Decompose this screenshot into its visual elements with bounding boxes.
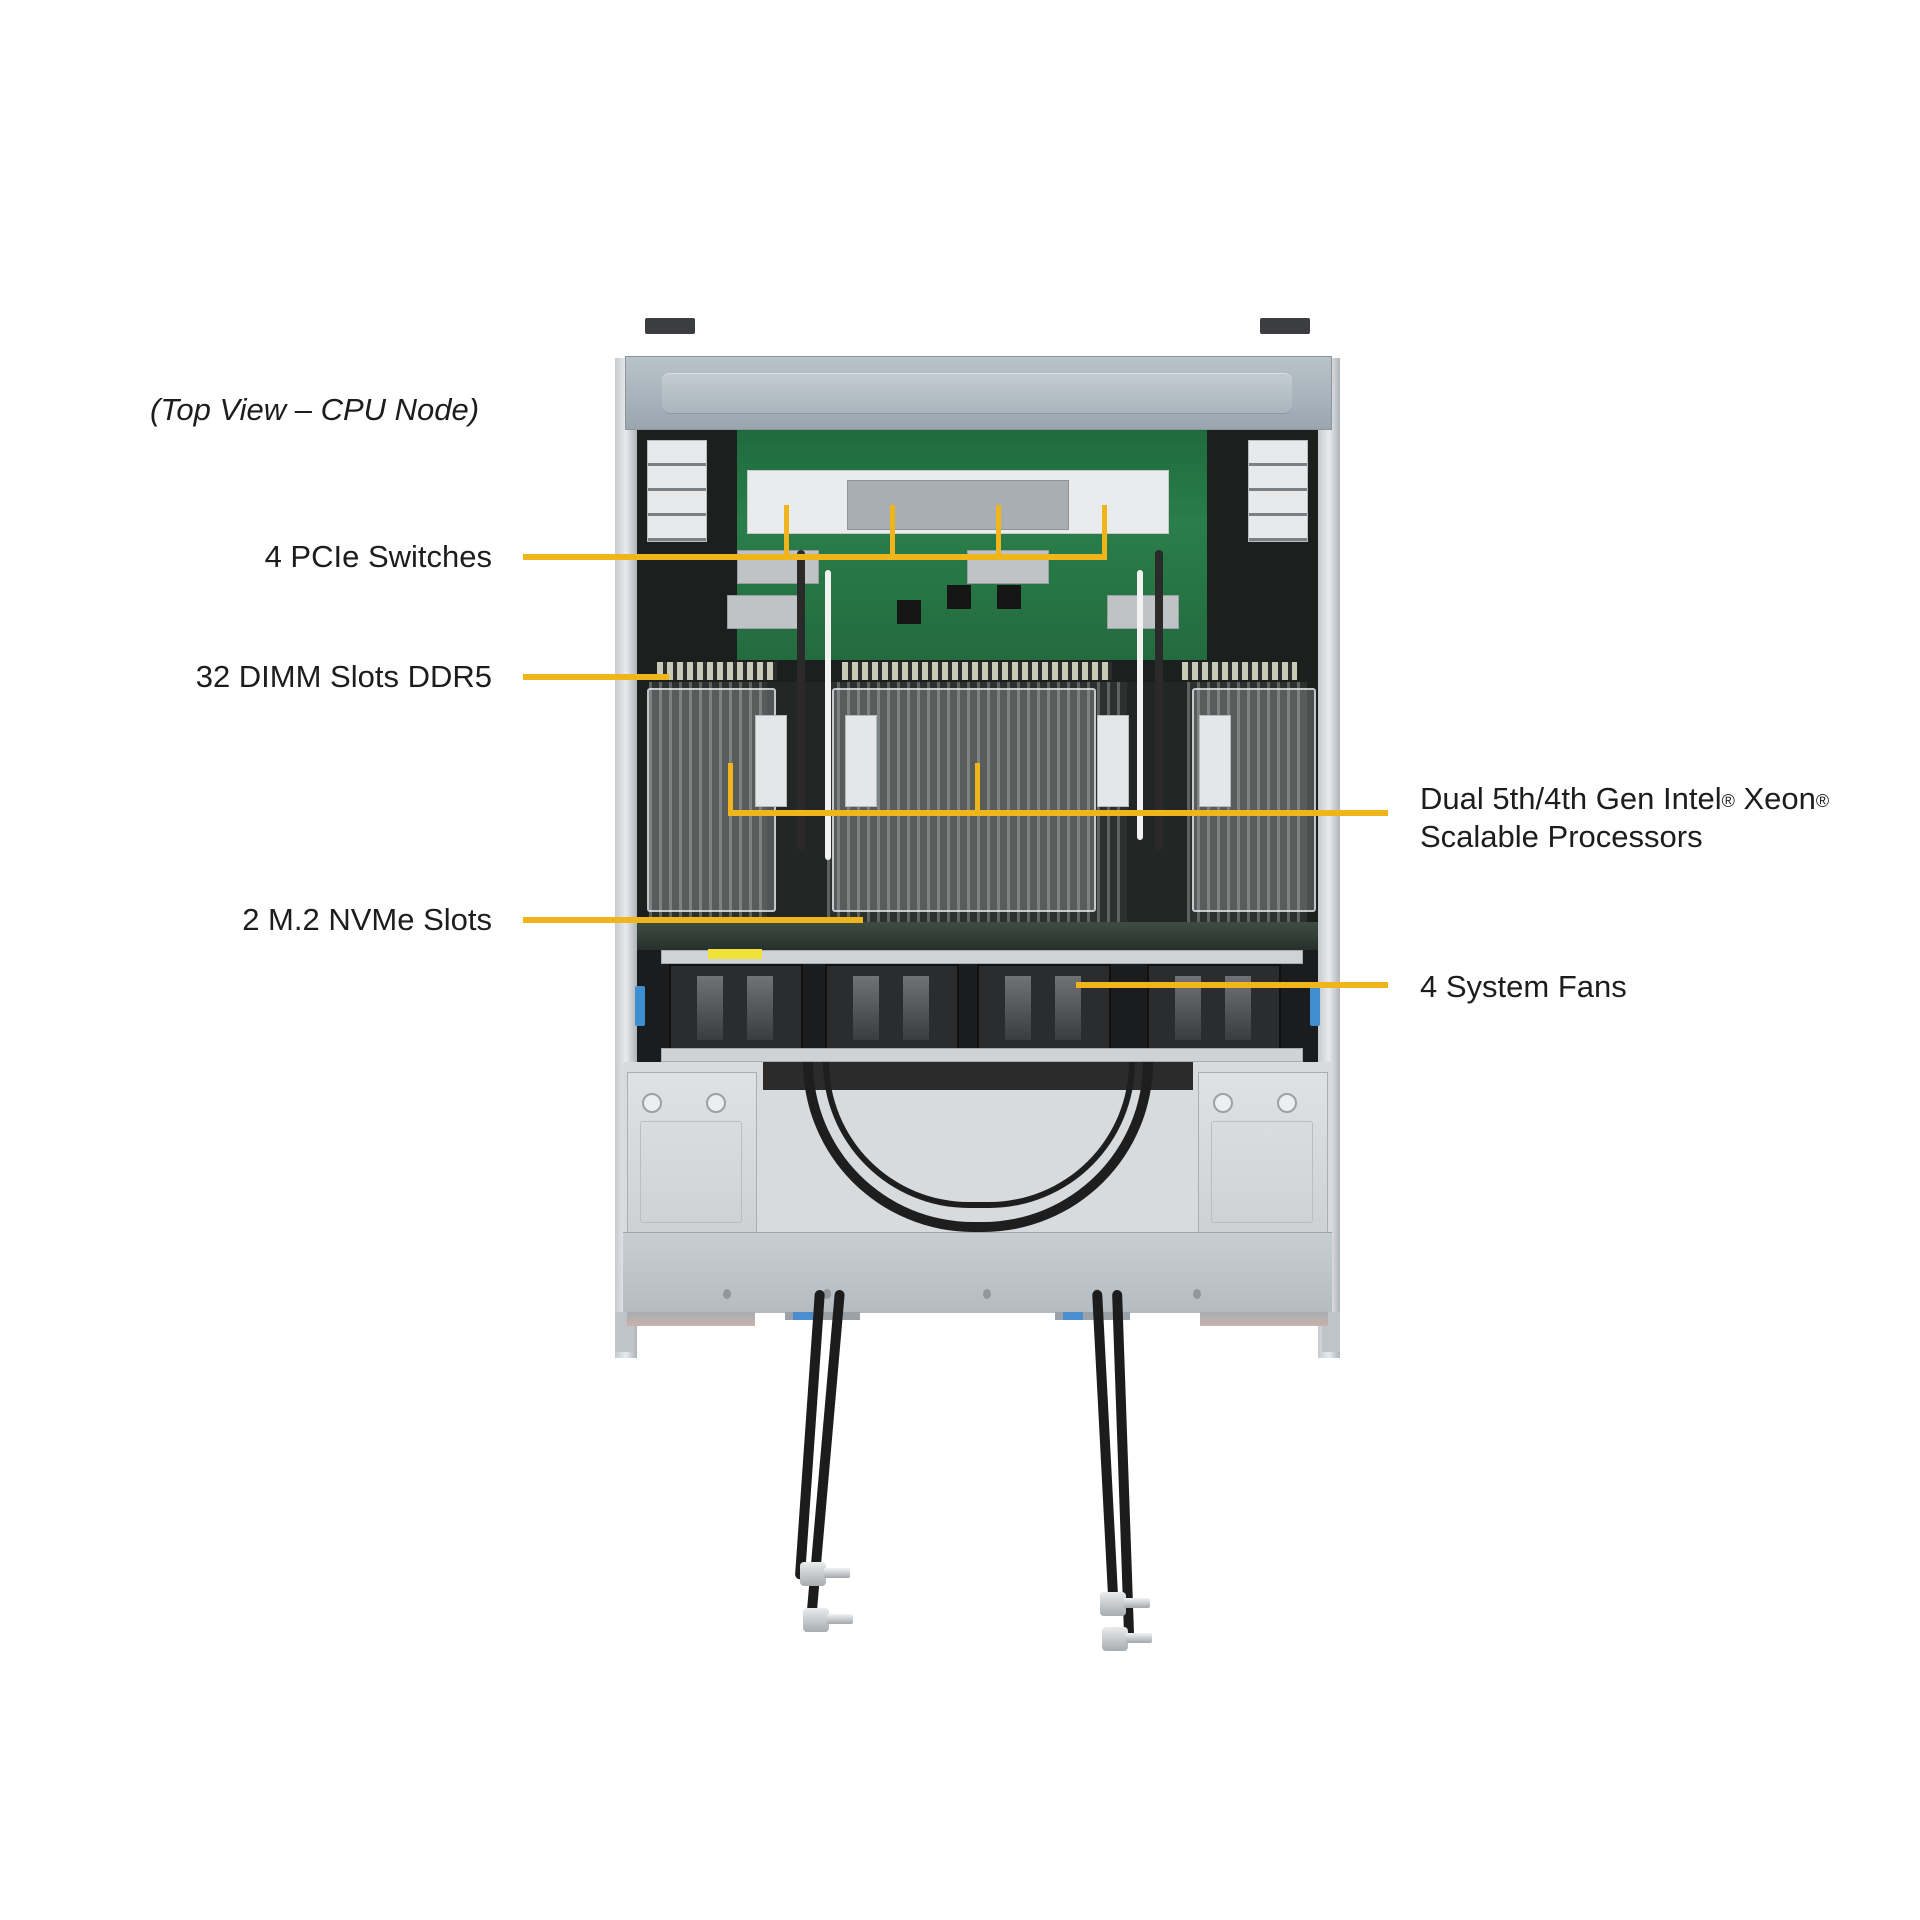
screw-icon xyxy=(983,1289,991,1299)
leader-line-cpu xyxy=(728,810,1388,816)
leader-line-nvme xyxy=(523,917,863,923)
fan-blade xyxy=(697,976,723,1040)
system-fan-2 xyxy=(825,964,959,1052)
coolant-hose-white xyxy=(825,570,831,860)
fan-wall-bottom-bar xyxy=(661,1048,1303,1062)
fan-latch-right xyxy=(1310,986,1320,1026)
retention-bracket xyxy=(845,715,877,807)
callout-label-pcie-switches: 4 PCIe Switches xyxy=(264,539,492,574)
quick-disconnect-fitting xyxy=(1100,1592,1150,1616)
retention-bracket xyxy=(1097,715,1129,807)
chassis-handle-tab-right xyxy=(1260,318,1310,334)
fan-blade xyxy=(903,976,929,1040)
pcie-switch-label-plate xyxy=(847,480,1069,530)
psu-bay-panel xyxy=(1211,1121,1313,1223)
quick-disconnect-fitting xyxy=(1102,1627,1152,1651)
psu-lip-right xyxy=(1200,1312,1328,1326)
callout-label-dimm-slots: 32 DIMM Slots DDR5 xyxy=(195,659,492,694)
callout-label-cpu: Dual 5th/4th Gen Intel® Xeon® Scalable P… xyxy=(1420,780,1829,856)
fitting-nub xyxy=(1126,1633,1152,1643)
callout-label-nvme-slots: 2 M.2 NVMe Slots xyxy=(242,902,492,937)
cable-connector xyxy=(727,595,799,629)
chip xyxy=(947,585,971,609)
psu-bay-right xyxy=(1198,1072,1328,1234)
leader-line-pcie xyxy=(523,554,1107,560)
retention-bracket xyxy=(755,715,787,807)
screw-icon xyxy=(642,1093,662,1113)
coolant-hose-white xyxy=(1137,570,1143,840)
m2-nvme-slot-area xyxy=(637,922,1318,950)
coolant-hose xyxy=(1155,550,1163,850)
cable-connector xyxy=(1107,595,1179,629)
riser-bracket-left xyxy=(647,440,707,542)
port-latch xyxy=(1063,1312,1083,1320)
fan-blade xyxy=(853,976,879,1040)
cpu-label-line1: Dual 5th/4th Gen Intel® Xeon® xyxy=(1420,780,1829,818)
dimm-slot-row xyxy=(657,662,777,680)
cpu-label-line2: Scalable Processors xyxy=(1420,819,1703,854)
registered-mark: ® xyxy=(1721,791,1735,811)
front-cover-plate xyxy=(625,356,1332,430)
riser-bracket-right xyxy=(1248,440,1308,542)
cpu-label-text: Xeon xyxy=(1734,781,1816,816)
fan-latch-left xyxy=(635,986,645,1026)
registered-mark: ® xyxy=(1815,791,1830,811)
leader-tick-cpu-1 xyxy=(728,763,733,815)
rear-bay xyxy=(623,1062,1332,1234)
screw-icon xyxy=(706,1093,726,1113)
psu-bay-left xyxy=(627,1072,757,1234)
fan-wall xyxy=(635,949,1320,1062)
figure-caption: (Top View – CPU Node) xyxy=(150,392,480,427)
warning-label xyxy=(708,949,762,959)
retention-bracket xyxy=(1199,715,1231,807)
dimm-slot-row xyxy=(842,662,1112,680)
chip xyxy=(897,600,921,624)
fan-wall-top-bar xyxy=(661,949,1303,964)
dimm-slot-row xyxy=(1182,662,1297,680)
quick-disconnect-fitting xyxy=(803,1608,853,1632)
front-cover-panel xyxy=(662,373,1292,413)
leader-tick-pcie-3 xyxy=(996,505,1001,557)
chip xyxy=(997,585,1021,609)
leader-line-dimm xyxy=(523,674,669,680)
leader-tick-cpu-2 xyxy=(975,763,980,815)
screw-icon xyxy=(1277,1093,1297,1113)
fitting-nub xyxy=(824,1568,850,1578)
quick-disconnect-fitting xyxy=(800,1562,850,1586)
leader-tick-pcie-4 xyxy=(1102,505,1107,557)
psu-bay-panel xyxy=(640,1121,742,1223)
motherboard-area xyxy=(637,430,1318,950)
cpu-label-text: Dual 5th/4th Gen Intel xyxy=(1420,781,1722,816)
system-fan-4 xyxy=(1147,964,1281,1052)
fitting-nub xyxy=(1124,1598,1150,1608)
rear-panel xyxy=(623,1232,1332,1313)
leader-tick-pcie-1 xyxy=(784,505,789,557)
callout-label-system-fans: 4 System Fans xyxy=(1420,969,1627,1004)
chassis-handle-tab-left xyxy=(645,318,695,334)
screw-icon xyxy=(823,1289,831,1299)
screw-icon xyxy=(1213,1093,1233,1113)
leader-tick-pcie-2 xyxy=(890,505,895,557)
system-fan-1 xyxy=(669,964,803,1052)
port-latch xyxy=(793,1312,813,1320)
screw-icon xyxy=(723,1289,731,1299)
leader-line-fans xyxy=(1076,982,1388,988)
psu-lip-left xyxy=(627,1312,755,1326)
fan-blade xyxy=(747,976,773,1040)
system-fan-3 xyxy=(977,964,1111,1052)
server-chassis-top-view xyxy=(615,318,1340,1358)
fitting-nub xyxy=(827,1614,853,1624)
dimm-bank-left xyxy=(649,682,767,922)
screw-icon xyxy=(1193,1289,1201,1299)
coolant-hose xyxy=(797,550,805,850)
fan-blade xyxy=(1005,976,1031,1040)
